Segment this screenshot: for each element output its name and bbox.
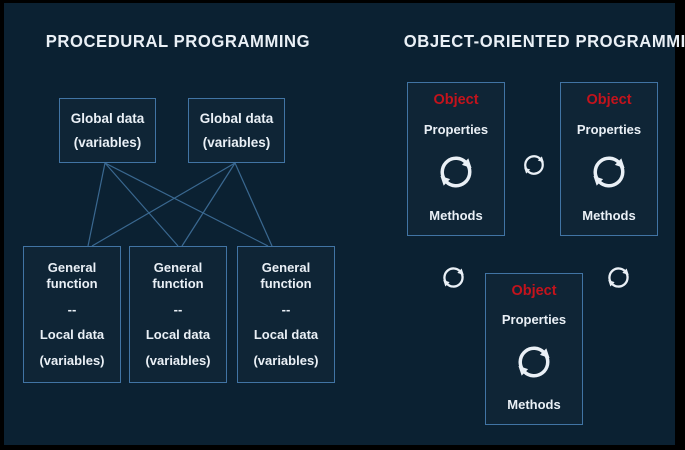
separator-dashes: -- [173, 301, 183, 317]
properties-label: Properties [501, 312, 567, 327]
global-data-label: Global data [70, 111, 145, 126]
methods-label: Methods [582, 207, 636, 223]
local-data-label: Local data [253, 327, 319, 343]
object-box-2: Object Properties Methods [560, 82, 658, 236]
variables-label: (variables) [145, 352, 211, 368]
object-box-3: Object Properties Methods [485, 273, 583, 425]
methods-label: Methods [429, 207, 483, 223]
general-function-box-1: General function -- Local data (variable… [23, 246, 121, 383]
general-function-box-3: General function -- Local data (variable… [237, 246, 335, 383]
methods-label: Methods [507, 397, 561, 412]
object-title: Object [511, 283, 557, 299]
object-box-1: Object Properties Methods [407, 82, 505, 236]
sync-icon [439, 263, 468, 292]
object-title: Object [433, 92, 479, 108]
general-function-box-2: General function -- Local data (variable… [129, 246, 227, 383]
function-label: General function [152, 259, 204, 292]
variables-label: (variables) [253, 352, 319, 368]
global-data-label: Global data [199, 111, 274, 126]
local-data-label: Local data [145, 327, 211, 343]
properties-label: Properties [423, 121, 489, 137]
sync-icon [587, 150, 631, 194]
global-data-box-1: Global data (variables) [59, 98, 156, 163]
function-label: General function [46, 259, 98, 292]
sync-icon [520, 151, 548, 179]
function-label: General function [260, 259, 312, 292]
object-title: Object [586, 92, 632, 108]
properties-label: Properties [576, 121, 642, 137]
variables-label: (variables) [39, 352, 105, 368]
object-oriented-programming-title: OBJECT-ORIENTED PROGRAMMING [403, 31, 685, 51]
separator-dashes: -- [281, 301, 291, 317]
local-data-label: Local data [39, 327, 105, 343]
global-data-box-2: Global data (variables) [188, 98, 285, 163]
global-data-sublabel: (variables) [73, 135, 142, 150]
sync-icon [434, 150, 478, 194]
separator-dashes: -- [67, 301, 77, 317]
sync-icon [512, 340, 556, 384]
global-data-sublabel: (variables) [202, 135, 271, 150]
sync-icon [604, 263, 633, 292]
procedural-programming-title: PROCEDURAL PROGRAMMING [45, 31, 311, 51]
